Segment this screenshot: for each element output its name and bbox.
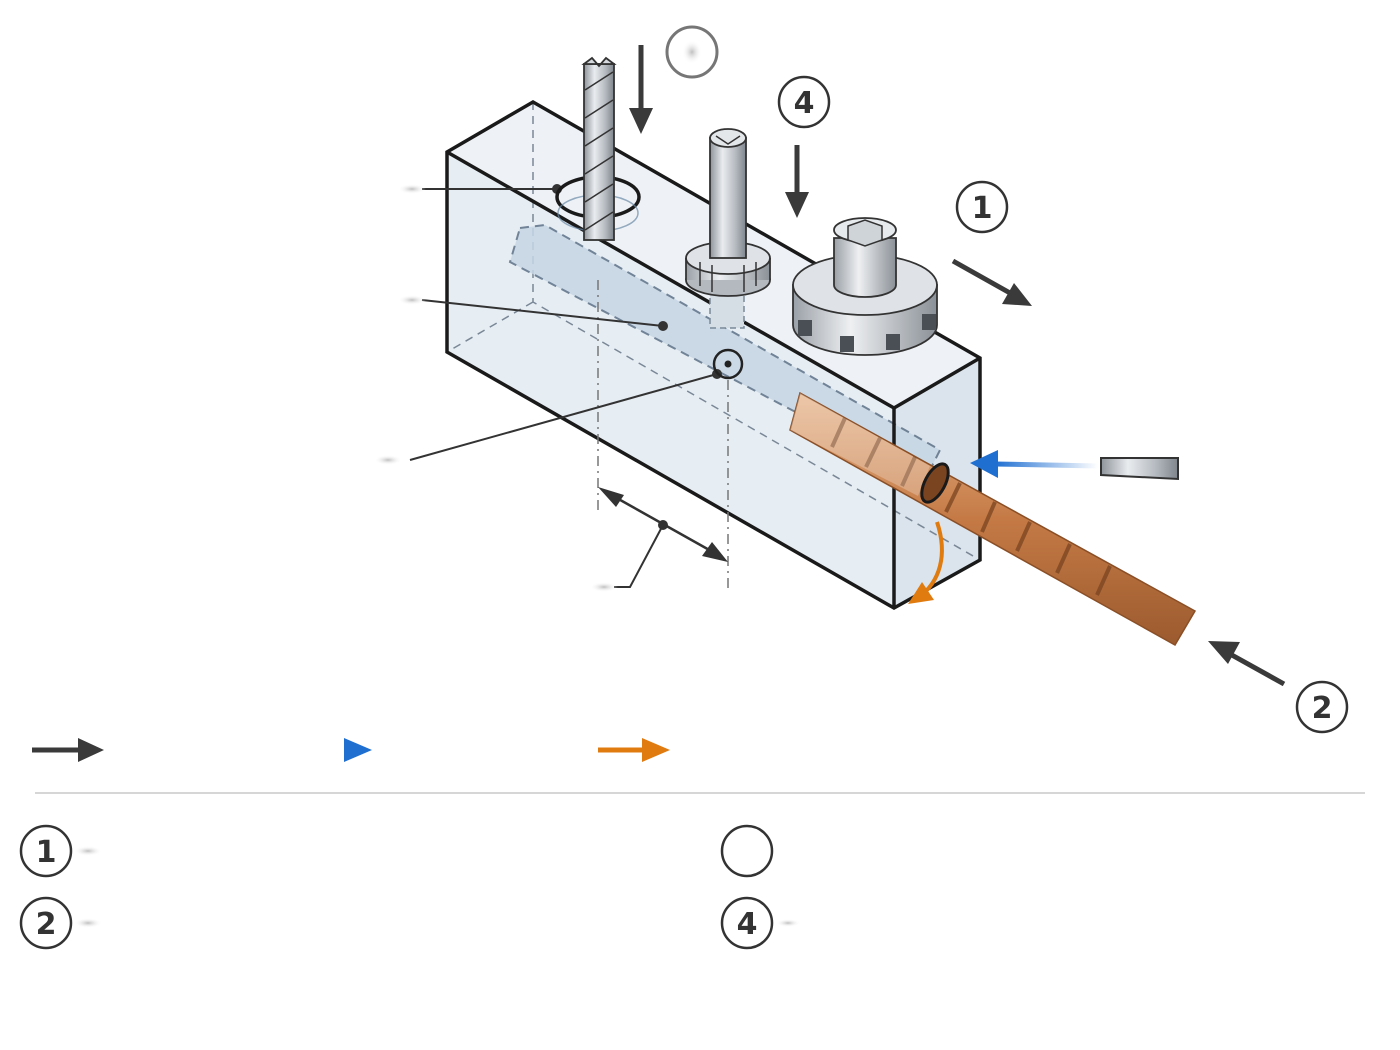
svg-text:1: 1 [972, 191, 993, 226]
steel-pin [1100, 457, 1179, 481]
legend-orange-arrow [598, 738, 670, 762]
svg-text:4: 4 [737, 907, 758, 942]
arrow-knob-out [951, 258, 1032, 306]
svg-text:1: 1 [36, 835, 57, 870]
legend-blue-arrow [300, 738, 372, 762]
legend-step-4: 4 [720, 896, 800, 950]
drill-bit [555, 56, 641, 241]
pivot-marker [712, 348, 744, 380]
arrow-down-pin [785, 145, 809, 218]
step-callout-4: 4 [777, 75, 831, 129]
svg-text:2: 2 [36, 907, 57, 942]
blue-insert-arrow [970, 450, 1099, 478]
callout-leaders [409, 188, 718, 461]
legend-step-3 [720, 824, 774, 878]
svg-text:2: 2 [1312, 691, 1333, 726]
blurred-callout-labels [374, 184, 618, 592]
arrow-rod-in [1208, 641, 1286, 687]
arrow-down-drill [629, 45, 653, 134]
legend-black-arrow [32, 738, 104, 762]
step-callout-2: 2 [1295, 680, 1349, 734]
svg-text:4: 4 [794, 86, 815, 121]
orange-rotate-arrow [908, 521, 944, 604]
legend-step-2: 2 [19, 896, 102, 950]
pin-screw [685, 128, 771, 329]
arrow-legend [32, 738, 670, 762]
step-legend: 1 2 4 [19, 824, 800, 950]
copper-rod [789, 391, 1197, 647]
step-callout-3 [665, 25, 719, 79]
step-callout-1: 1 [955, 180, 1009, 234]
rotary-knob [792, 217, 938, 356]
legend-step-1: 1 [19, 824, 102, 878]
dimension-line [598, 487, 728, 588]
